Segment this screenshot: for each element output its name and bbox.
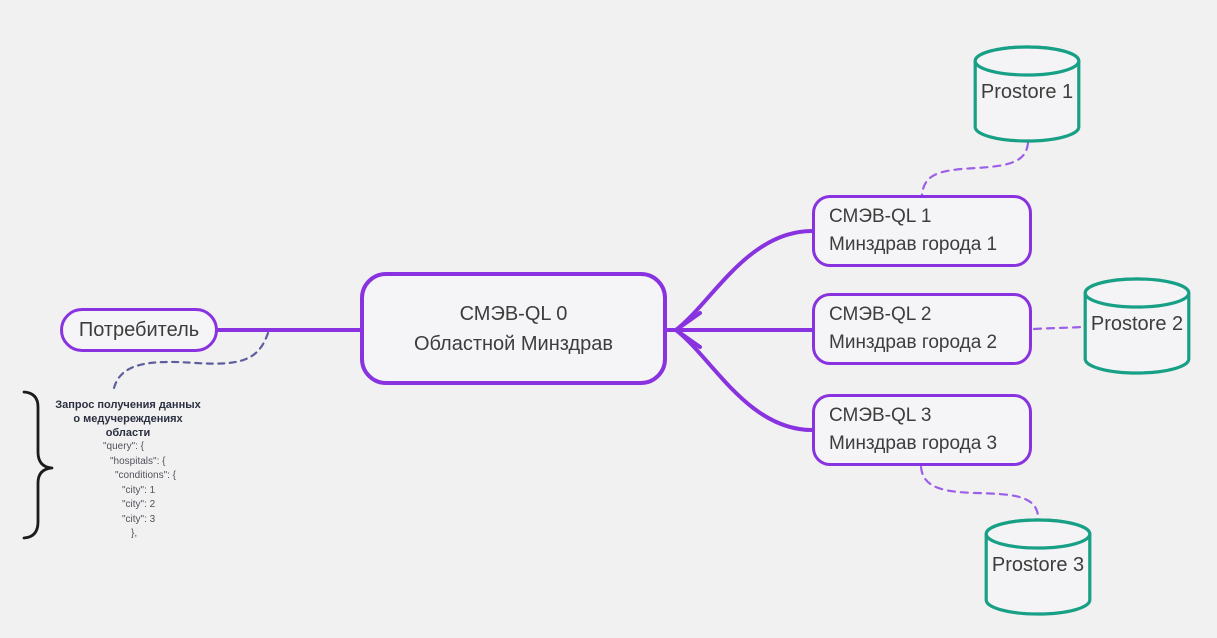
database-cylinder-icon — [984, 518, 1092, 616]
node-city1-line1: СМЭВ-QL 1 — [829, 206, 932, 227]
annotation-code-line: "conditions": { — [115, 470, 177, 481]
node-city3[interactable]: СМЭВ-QL 3 Минздрав города 3 — [812, 394, 1032, 466]
arrowhead-into-hub-icon — [674, 311, 702, 349]
datastore-prostore3-label: Prostore 3 — [991, 554, 1085, 576]
node-hub[interactable]: СМЭВ-QL 0 Областной Минздрав — [360, 272, 667, 385]
node-city1-line2: Минздрав города 1 — [829, 234, 998, 255]
annotation-title-line: о медучереждениях — [73, 413, 183, 425]
database-cylinder-icon — [1083, 277, 1191, 375]
node-city3-line1: СМЭВ-QL 3 — [829, 405, 932, 426]
link-store1-node1 — [920, 141, 1030, 197]
annotation-title-line: Запрос получения данных — [55, 399, 201, 411]
datastore-prostore1-label: Prostore 1 — [980, 81, 1074, 103]
annotation-code-line: "city": 2 — [122, 499, 156, 510]
node-city2[interactable]: СМЭВ-QL 2 Минздрав города 2 — [812, 293, 1032, 365]
node-consumer[interactable]: Потребитель — [60, 308, 218, 352]
annotation-code-line: "city": 1 — [122, 484, 156, 496]
datastore-prostore2[interactable]: Prostore 2 — [1083, 276, 1191, 376]
annotation-code-line: "query": { — [103, 441, 145, 452]
node-hub-line1: СМЭВ-QL 0 — [459, 302, 568, 325]
node-city2-line2: Минздрав города 2 — [829, 332, 998, 353]
annotation-code-line: "city": 3 — [122, 513, 156, 525]
node-city1[interactable]: СМЭВ-QL 1 Минздрав города 1 — [812, 195, 1032, 267]
link-line-annotation — [112, 331, 270, 390]
node-hub-line2: Областной Минздрав — [413, 332, 614, 355]
link-hub-node3 — [674, 328, 814, 432]
link-hub-node1 — [674, 229, 814, 332]
node-consumer-label: Потребитель — [78, 318, 200, 341]
annotation-code-line: }, — [131, 528, 138, 539]
annotation-brace — [22, 390, 54, 540]
node-city2-line1: СМЭВ-QL 2 — [829, 304, 932, 325]
datastore-prostore2-label: Prostore 2 — [1090, 313, 1184, 335]
query-annotation: Запрос получения данных о медучереждения… — [30, 398, 226, 542]
datastore-prostore1[interactable]: Prostore 1 — [973, 44, 1081, 144]
annotation-title-line: области — [105, 427, 151, 439]
datastore-prostore3[interactable]: Prostore 3 — [984, 517, 1092, 617]
link-node3-store3 — [919, 465, 1040, 518]
annotation-code-line: "hospitals": { — [110, 455, 166, 467]
database-cylinder-icon — [973, 45, 1081, 143]
link-node2-store2 — [1032, 325, 1084, 331]
node-city3-line2: Минздрав города 3 — [829, 433, 998, 454]
